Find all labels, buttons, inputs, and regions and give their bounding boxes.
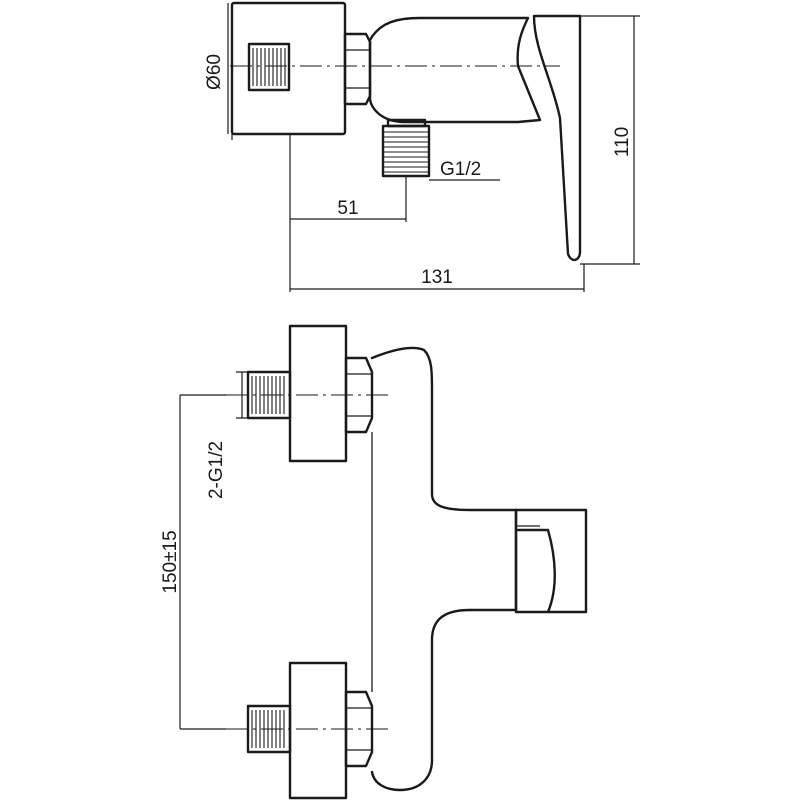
side-view-outlet-thread <box>381 118 431 178</box>
front-view-lever-handle <box>514 508 588 614</box>
side-view-mixer-body <box>368 16 542 124</box>
outlet-offset-label: 51 <box>337 198 358 219</box>
front-view-lower-hex-nut <box>344 690 374 768</box>
dimension-body-diameter: Ø60 <box>204 3 229 134</box>
side-view-lever-handle <box>532 14 582 262</box>
height-label: 110 <box>612 127 633 157</box>
front-view-lower-flange <box>288 661 348 800</box>
inlet-spacing-label: 150±15 <box>160 530 181 593</box>
dimension-outlet-thread: G1/2 <box>429 159 500 181</box>
dimension-inlet-threads: 2-G1/2 <box>206 371 248 499</box>
side-view-hex-nut <box>343 32 372 106</box>
side-view: Ø60 110 G1/2 51 131 <box>204 1 640 292</box>
outlet-thread-label: G1/2 <box>440 159 481 180</box>
total-depth-label: 131 <box>421 267 453 288</box>
dimension-outlet-offset: 51 <box>290 198 406 220</box>
front-view-mixer-body <box>370 346 518 792</box>
inlet-threads-label: 2-G1/2 <box>206 441 227 499</box>
side-view-inlet-thread <box>247 42 291 92</box>
front-view-upper-hex-nut <box>344 356 374 434</box>
dimension-total-depth: 131 <box>290 267 584 290</box>
dimension-height: 110 <box>612 16 635 264</box>
body-diameter-label: Ø60 <box>204 54 225 90</box>
front-view: 2-G1/2 150±15 <box>160 324 588 800</box>
dimension-inlet-spacing: 150±15 <box>160 394 226 730</box>
front-view-upper-flange <box>288 324 348 463</box>
